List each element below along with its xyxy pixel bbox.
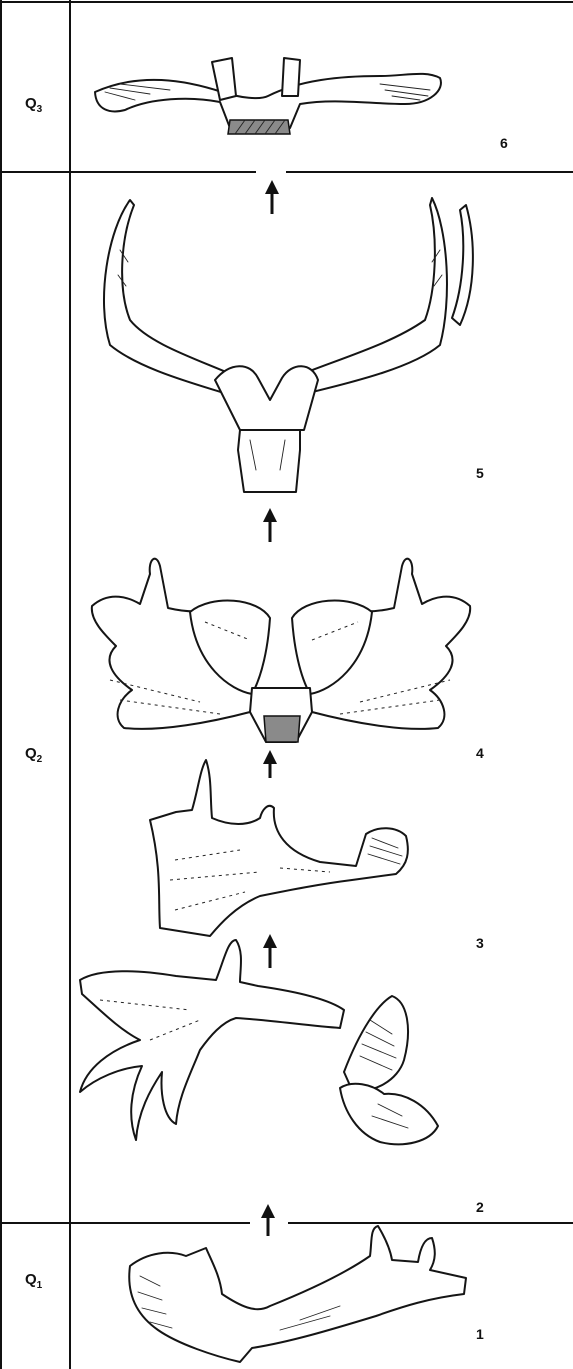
period-label-q2: Q2 (25, 745, 43, 765)
arrow-4-to-5 (263, 508, 277, 542)
antler-drawing-4 (92, 559, 470, 742)
arrow-2-to-3 (263, 934, 277, 968)
arrow-1-to-2 (261, 1204, 275, 1236)
arrow-3-to-4 (263, 750, 277, 778)
antler-drawing-2 (80, 940, 438, 1144)
period-label-q3: Q3 (25, 95, 43, 115)
arrow-5-to-6 (265, 180, 279, 214)
antler-drawing-3 (150, 760, 408, 936)
antler-drawing-6 (95, 58, 441, 134)
antler-drawing-1 (129, 1226, 466, 1362)
specimen-number-3: 3 (476, 935, 484, 951)
specimen-number-4: 4 (476, 745, 484, 761)
period-label-q1: Q1 (25, 1271, 43, 1291)
specimen-number-6: 6 (500, 135, 508, 151)
antler-drawing-5 (104, 198, 473, 492)
specimen-number-2: 2 (476, 1199, 484, 1215)
specimen-number-1: 1 (476, 1326, 484, 1342)
specimen-number-5: 5 (476, 465, 484, 481)
